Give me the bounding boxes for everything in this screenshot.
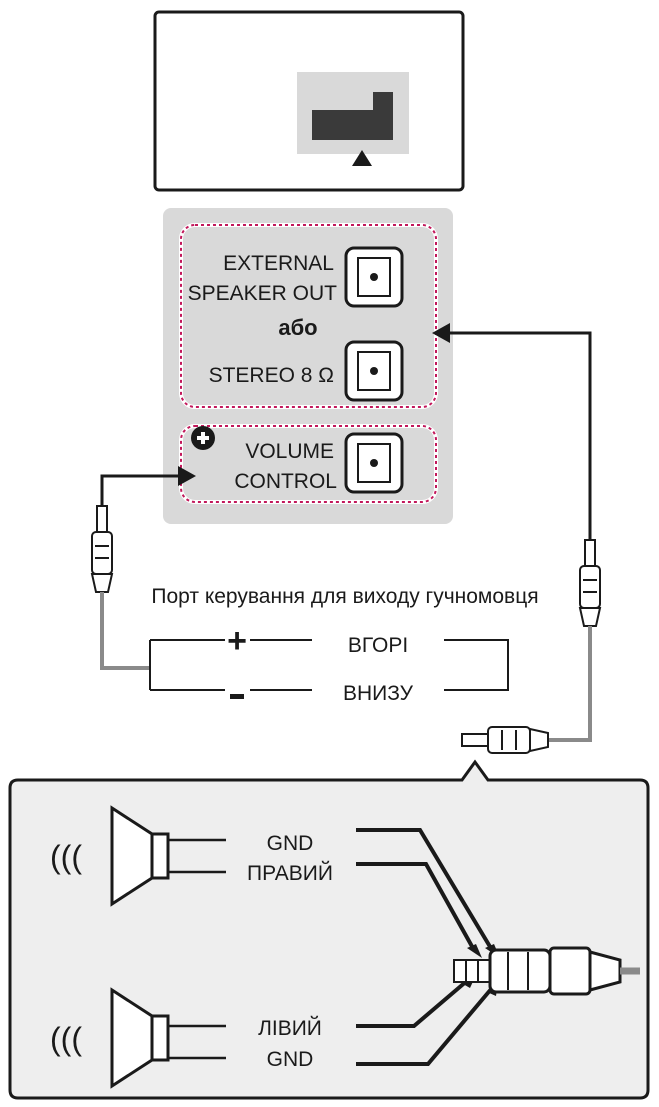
plus-symbol: + — [227, 622, 247, 660]
plus-circle-icon — [191, 426, 215, 450]
volume-label: VOLUME — [245, 440, 334, 463]
stereo-plug-icon — [453, 946, 640, 996]
down-label: ВНИЗУ — [343, 682, 414, 705]
gnd-top-label: GND — [267, 832, 314, 855]
control-label: CONTROL — [234, 470, 337, 493]
sound-waves-icon: ((( — [50, 839, 82, 875]
left-speaker-icon — [110, 987, 226, 1089]
stereo-jack — [344, 340, 404, 402]
control-port-diagram: Порт керування для виходу гучномовця + В… — [149, 585, 539, 705]
right-label: ПРАВИЙ — [247, 861, 333, 885]
up-label: ВГОРІ — [348, 634, 408, 657]
or-label: або — [278, 315, 317, 340]
device-back-view — [153, 10, 465, 192]
arrow-right-icon — [178, 466, 196, 486]
right-speaker-icon — [110, 805, 226, 907]
location-arrow-icon — [352, 150, 372, 166]
volume-control-jack — [344, 432, 404, 494]
external-label: EXTERNAL — [223, 252, 334, 275]
control-port-title: Порт керування для виходу гучномовця — [151, 585, 538, 608]
arrow-left-icon — [432, 323, 450, 343]
speaker-wiring-box: ((( ((( GND ПРАВИЙ ЛІВИЙ GND — [8, 759, 650, 1100]
gnd-bottom-label: GND — [267, 1048, 314, 1071]
speaker-out-cable — [432, 323, 602, 754]
connector-panel: EXTERNAL SPEAKER OUT або STEREO 8 Ω VOLU… — [163, 208, 453, 524]
speaker-out-label: SPEAKER OUT — [188, 282, 338, 305]
sound-waves-icon-2: ((( — [50, 1021, 82, 1057]
minus-symbol — [230, 694, 244, 699]
speaker-out-jack — [344, 246, 404, 308]
stereo-label: STEREO 8 Ω — [209, 364, 334, 387]
volume-control-cable — [90, 466, 196, 670]
left-label: ЛІВИЙ — [258, 1016, 322, 1040]
